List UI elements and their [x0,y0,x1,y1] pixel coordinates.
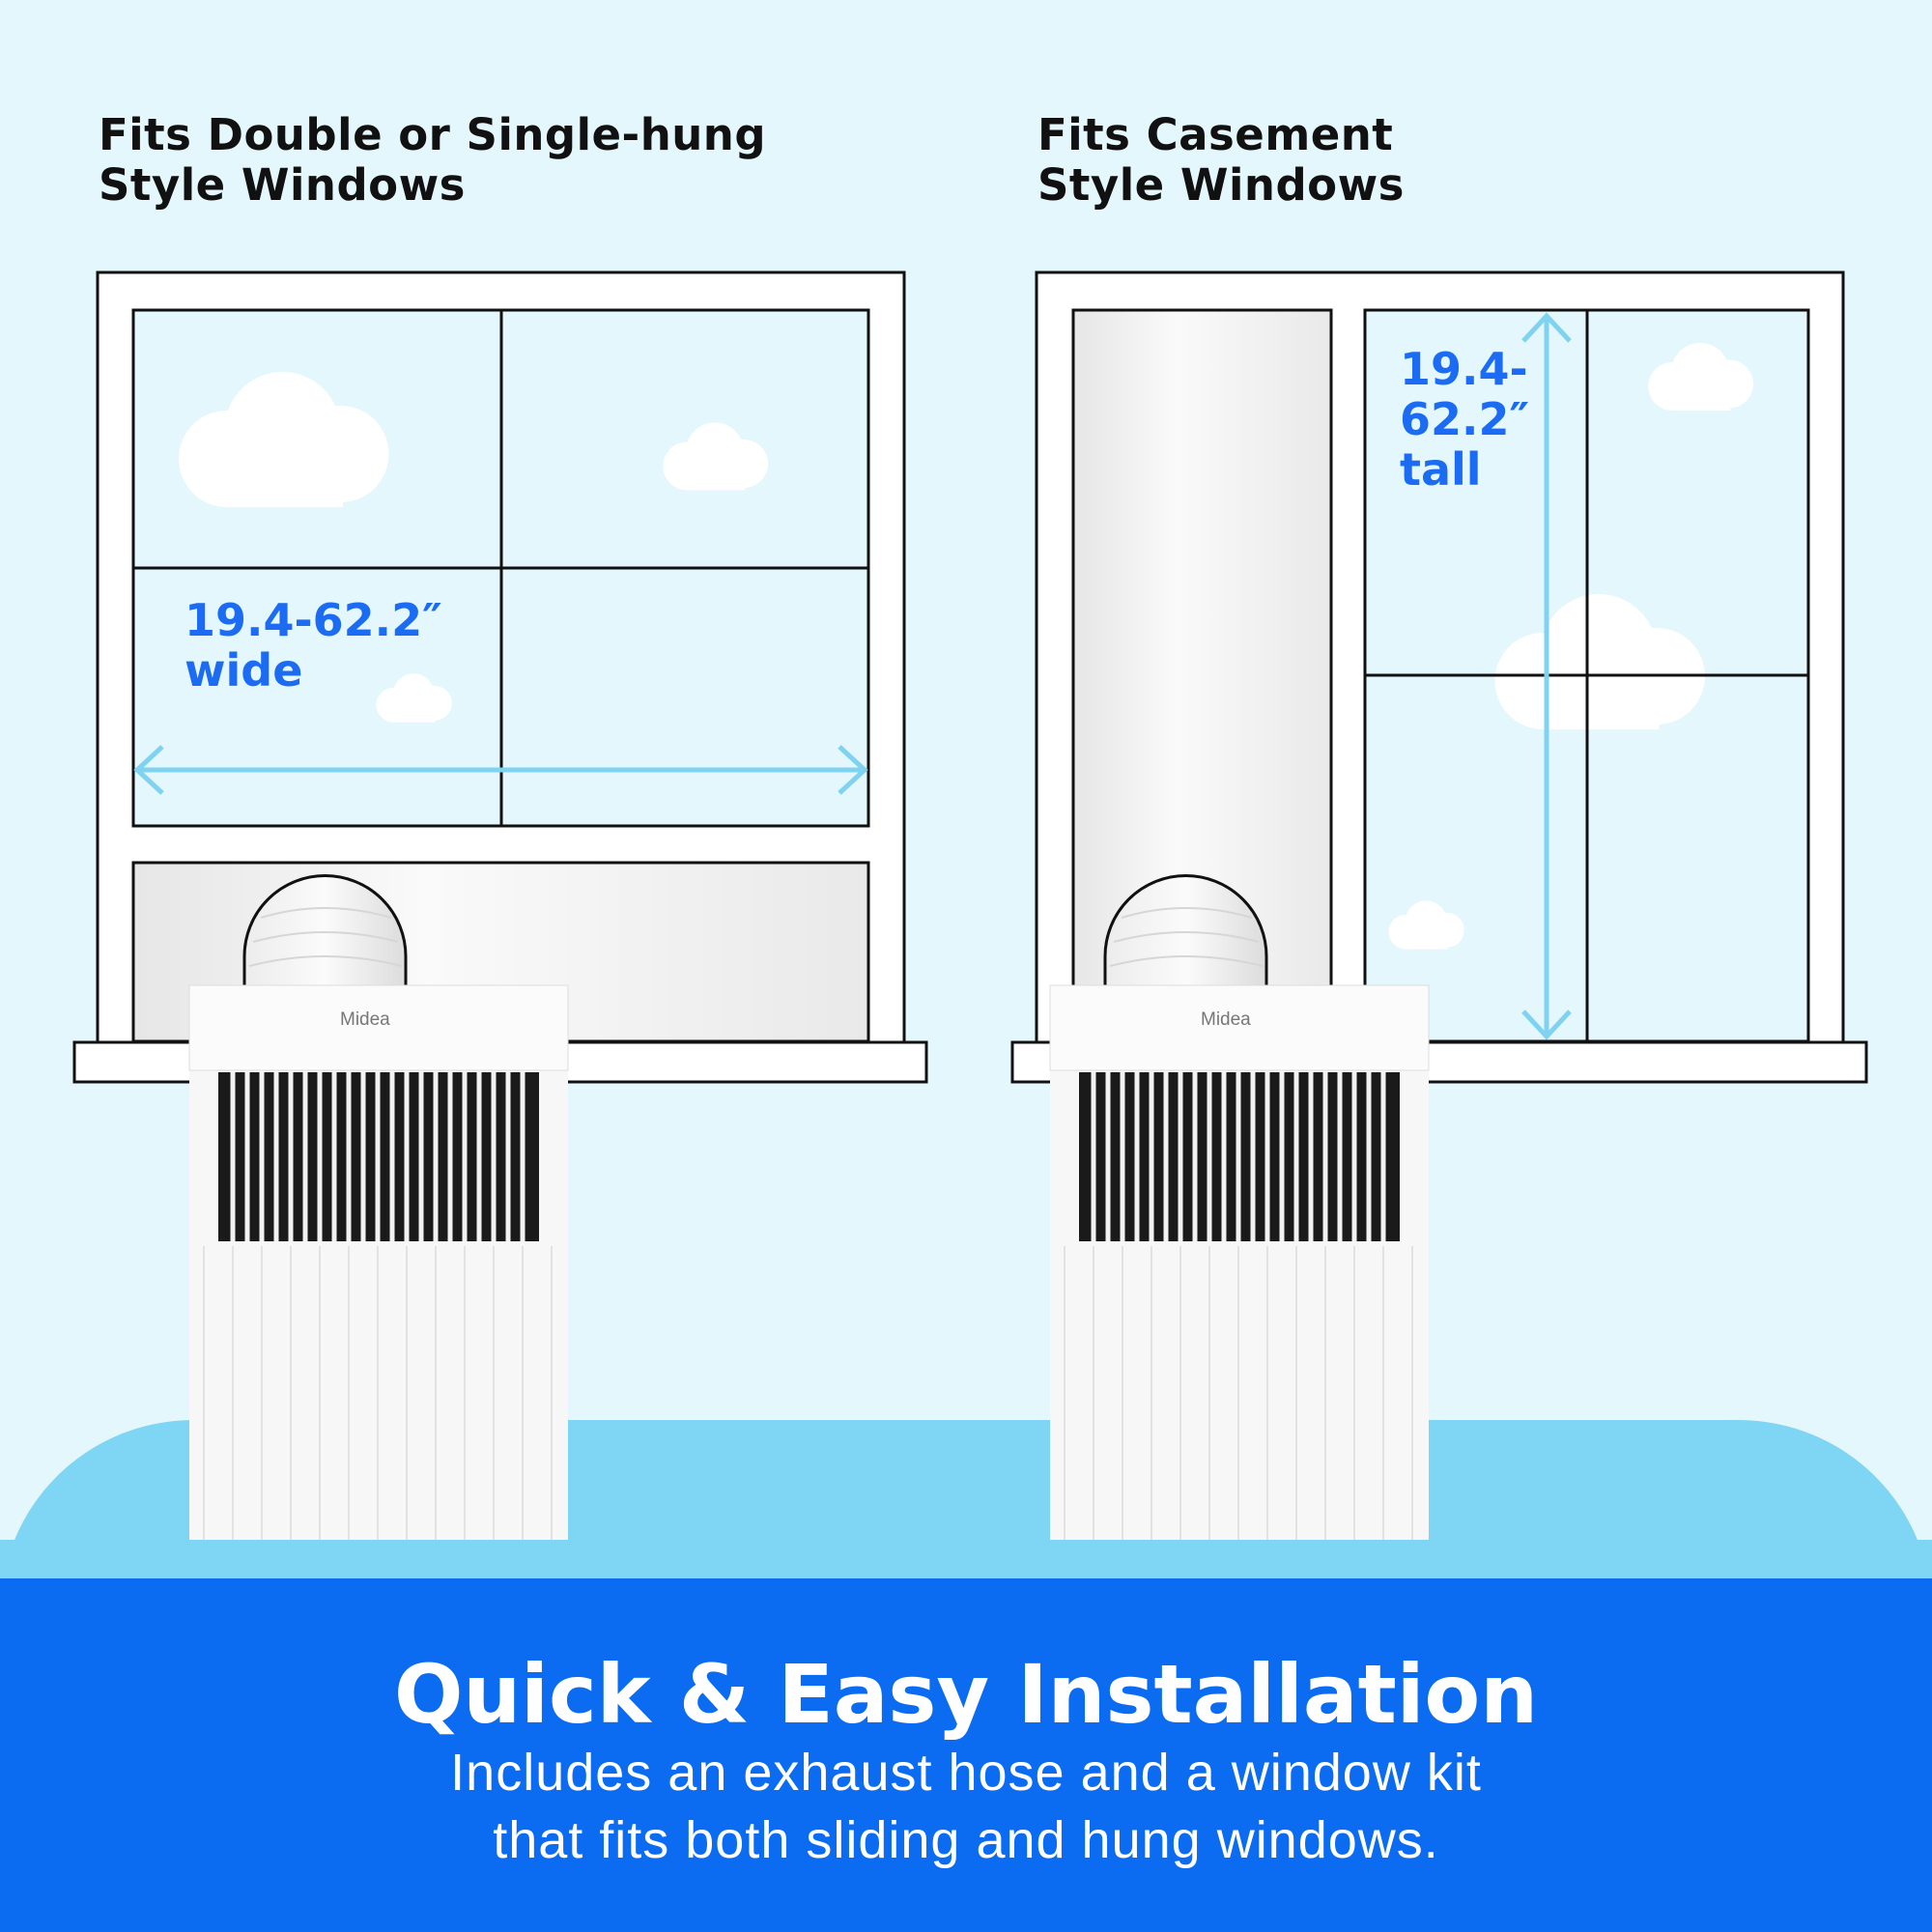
brand-logo: Midea [1201,1009,1251,1030]
brand-logo: Midea [340,1009,390,1030]
height-dimension-label: 19.4- 62.2″ tall [1400,343,1530,496]
footer-subtext: Includes an exhaust hose and a window ki… [450,1744,1482,1869]
portable-ac-left [188,874,569,1546]
right-panel-title: Fits Casement Style Windows [1037,109,1405,211]
left-panel-title: Fits Double or Single-hung Style Windows [99,109,767,211]
window-illustration [72,270,1868,1546]
footer-band [0,1577,1932,1932]
footer-band-edge [0,1540,1932,1578]
width-dimension-label: 19.4-62.2″ wide [185,594,442,696]
width-arrow-icon [133,745,868,795]
portable-ac-right [1049,874,1430,1546]
height-arrow-icon [1521,312,1572,1040]
footer-heading: Quick & Easy Installation [393,1647,1539,1742]
